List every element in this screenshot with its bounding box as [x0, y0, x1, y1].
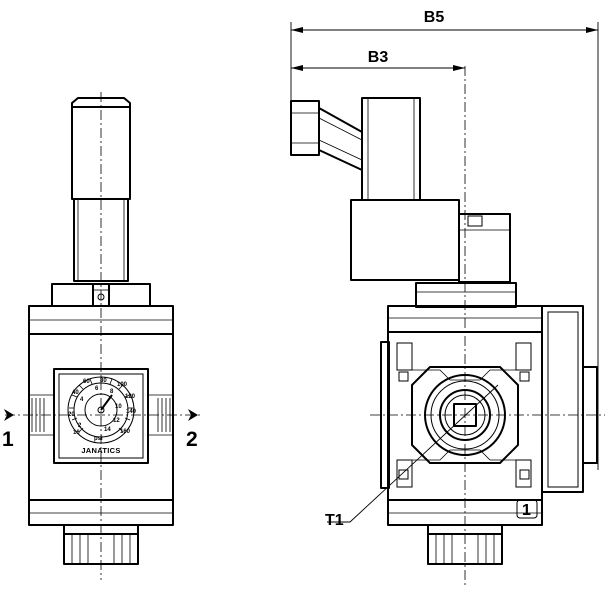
gauge-label-5: 12	[113, 418, 120, 424]
gauge-label-2: 6	[95, 386, 99, 392]
t1-leader-line	[327, 384, 499, 523]
gauge-label-6: 14	[104, 427, 111, 433]
gauge-label-9: 40	[72, 390, 79, 396]
dimension-b3-label: B3	[368, 49, 389, 66]
dimension-b5-label: B5	[424, 9, 445, 26]
t1-label: T1	[325, 512, 344, 529]
gauge-label-4: 10	[115, 404, 122, 410]
side-view: 1 T1 B5 B3	[290, 9, 605, 585]
inlet-port-label: 1	[2, 428, 14, 451]
gauge-label-10: 60	[83, 379, 90, 385]
gauge-label-15: 160	[120, 429, 131, 435]
port-1-marker-label: 1	[522, 502, 531, 519]
outlet-arrow-icon	[188, 409, 198, 421]
gauge-scale-labels: 2 4 6 8 10 12 14 16 20 40 60 80 100 120 …	[68, 378, 137, 442]
gauge-label-7: 16	[73, 430, 80, 436]
gauge-label-1: 4	[80, 397, 84, 403]
gauge-label-13: 120	[125, 394, 136, 400]
gauge-needle	[100, 394, 113, 411]
port-1-marker	[516, 499, 538, 519]
gauge-label-14: 140	[126, 409, 137, 415]
gauge-brand-text: JANATICS	[81, 446, 120, 455]
gauge-label-12: 100	[117, 382, 128, 388]
gauge-unit-label: psi	[94, 436, 103, 442]
gauge-ticks	[69, 377, 133, 433]
gauge-label-11: 80	[100, 378, 107, 384]
inlet-arrow-icon	[4, 409, 14, 421]
front-view: 2 4 6 8 10 12 14 16 20 40 60 80 100 120 …	[2, 92, 200, 580]
outlet-port-label: 2	[186, 428, 198, 451]
gauge-label-8: 20	[68, 412, 75, 418]
gauge-label-0: 2	[78, 423, 82, 429]
gauge-label-3: 8	[110, 389, 114, 395]
